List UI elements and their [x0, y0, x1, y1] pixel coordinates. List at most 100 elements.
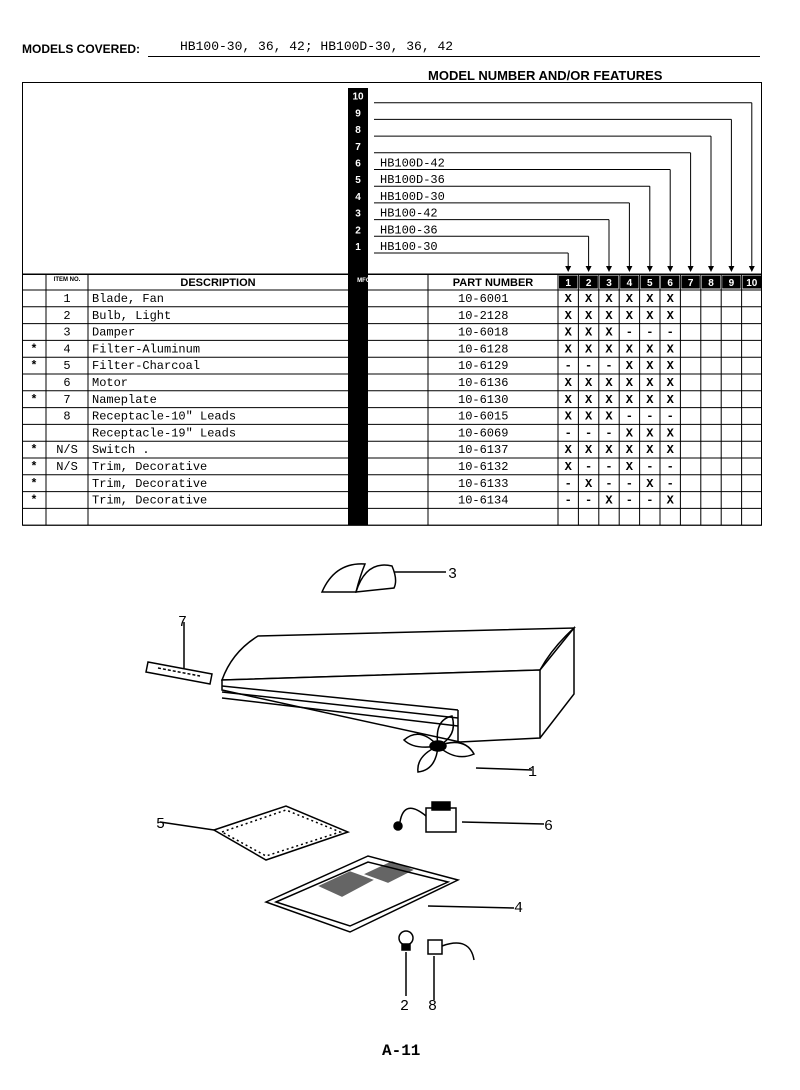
row-model-mark: -	[626, 494, 633, 508]
row-model-mark: X	[667, 443, 675, 457]
receptacle-illustration	[427, 939, 475, 1000]
model-leader-arrow	[667, 266, 674, 272]
row-model-mark: -	[605, 460, 612, 474]
row-part-number: 10-6129	[458, 359, 508, 373]
header-item-no: ITEM NO.	[54, 277, 81, 283]
model-column-number: 7	[688, 278, 694, 289]
model-column-number: 1	[565, 278, 571, 289]
row-part-number: 10-6133	[458, 477, 508, 491]
model-column-number: 4	[627, 278, 633, 289]
row-description: Nameplate	[92, 393, 157, 407]
row-model-mark: X	[626, 309, 634, 323]
row-item-no: 1	[63, 292, 70, 306]
row-part-number: 10-6015	[458, 410, 508, 424]
row-item-no: 3	[63, 326, 70, 340]
row-part-number: 10-6130	[458, 393, 508, 407]
row-model-mark: -	[626, 326, 633, 340]
callout-6: 6	[544, 818, 553, 835]
row-part-number: 10-6134	[458, 494, 508, 508]
light-bulb-illustration	[398, 930, 414, 996]
row-part-number: 10-6069	[458, 426, 508, 440]
row-model-mark: -	[626, 477, 633, 491]
row-description: Bulb, Light	[92, 309, 171, 323]
model-leader-arrow	[626, 266, 633, 272]
row-part-number: 10-6132	[458, 460, 508, 474]
model-column-header	[640, 275, 659, 289]
model-index-number: 5	[355, 175, 361, 186]
model-label-name: HB100-30	[380, 240, 438, 254]
model-column-header	[742, 275, 761, 289]
model-leader-arrow	[606, 266, 612, 272]
models-covered-row: MODELS COVERED: HB100-30, 36, 42; HB100D…	[22, 38, 762, 58]
row-model-mark: X	[667, 292, 675, 306]
model-leader-arrow	[585, 266, 592, 272]
row-model-mark: X	[565, 292, 573, 306]
model-column-header	[620, 275, 639, 289]
model-index-number: 9	[355, 108, 361, 119]
exploded-parts-diagram: 3 7 1 5 6 4 2 8	[145, 563, 576, 1015]
row-model-mark: X	[585, 393, 593, 407]
row-model-mark: -	[626, 410, 633, 424]
row-model-mark: -	[646, 410, 653, 424]
model-features-title: MODEL NUMBER AND/OR FEATURES	[428, 68, 663, 83]
row-part-number: 10-6136	[458, 376, 508, 390]
row-item-no: 5	[63, 359, 70, 373]
model-leader-arrow	[728, 266, 735, 272]
model-leader-arrow	[646, 266, 653, 272]
model-column-number: 9	[729, 278, 735, 289]
row-model-mark: X	[646, 443, 654, 457]
model-column-header	[681, 275, 700, 289]
row-model-mark: X	[605, 342, 613, 356]
row-description: Trim, Decorative	[92, 460, 207, 474]
row-description: Damper	[92, 326, 135, 340]
row-model-mark: -	[605, 359, 612, 373]
row-model-mark: X	[646, 426, 654, 440]
row-item-no: N/S	[56, 443, 78, 457]
model-label-name: HB100D-30	[380, 190, 445, 204]
charcoal-filter-illustration	[159, 805, 351, 861]
row-model-mark: -	[565, 477, 572, 491]
model-column-header	[722, 275, 741, 289]
row-model-mark: X	[585, 309, 593, 323]
row-model-mark: -	[585, 460, 592, 474]
row-model-mark: -	[667, 460, 674, 474]
row-model-mark: X	[646, 393, 654, 407]
header-description: DESCRIPTION	[180, 277, 255, 289]
row-description: Receptacle-19" Leads	[92, 426, 236, 440]
row-part-number: 10-6018	[458, 326, 508, 340]
page-number: A-11	[382, 1042, 421, 1060]
row-model-mark: X	[565, 326, 573, 340]
row-model-mark: -	[646, 460, 653, 474]
row-model-mark: X	[667, 376, 675, 390]
row-model-mark: X	[585, 410, 593, 424]
row-description: Receptacle-10" Leads	[92, 410, 236, 424]
row-part-number: 10-6137	[458, 443, 508, 457]
model-leader-arrow	[748, 266, 755, 272]
model-label-name: HB100D-42	[380, 157, 445, 171]
row-model-mark: X	[605, 410, 613, 424]
row-model-mark: X	[626, 460, 634, 474]
callout-4: 4	[514, 900, 523, 917]
row-model-mark: X	[605, 309, 613, 323]
model-index-number: 10	[352, 92, 364, 103]
model-index-number: 4	[355, 192, 361, 203]
row-part-number: 10-2128	[458, 309, 508, 323]
row-star: *	[30, 359, 37, 373]
row-model-mark: X	[626, 359, 634, 373]
model-column-header	[701, 275, 721, 289]
row-model-mark: -	[667, 326, 674, 340]
row-model-mark: -	[646, 494, 653, 508]
fan-blade-illustration	[402, 715, 533, 773]
row-model-mark: -	[565, 426, 572, 440]
row-model-mark: X	[605, 494, 613, 508]
row-description: Filter-Aluminum	[92, 342, 200, 356]
model-column-number: 10	[746, 278, 758, 289]
model-label-name: HB100-36	[380, 223, 438, 237]
model-label-name: HB100D-36	[380, 173, 445, 187]
header-part-number: PART NUMBER	[453, 277, 534, 289]
row-model-mark: X	[667, 309, 675, 323]
nameplate-illustration	[145, 622, 213, 685]
model-column-number: 3	[606, 278, 612, 289]
row-model-mark: X	[585, 443, 593, 457]
callout-2: 2	[400, 998, 409, 1015]
